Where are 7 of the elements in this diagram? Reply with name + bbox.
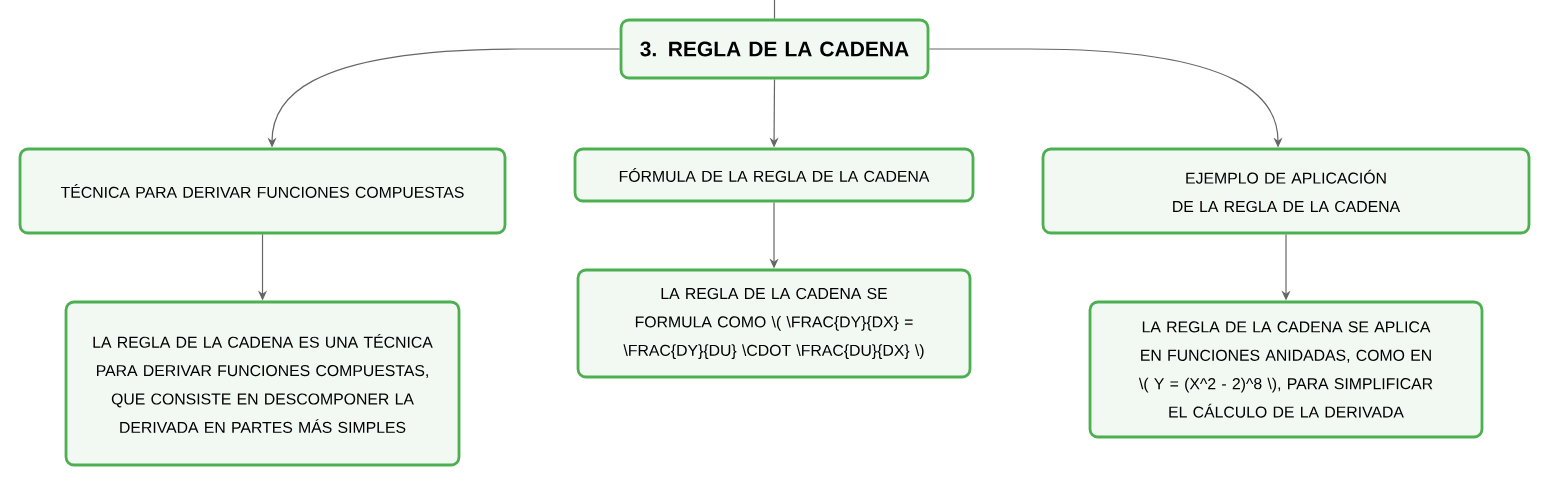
concept-box: LA REGLA DE LA CADENA SE FORMULA COMO \( \FRAC{DY}{DX} = \FRAC{DY}{DU} \CDOT \FRAC{DU}{DX} \) bbox=[576, 268, 972, 379]
concept-box: TÉCNICA PARA DERIVAR FUNCIONES COMPUESTAS bbox=[18, 147, 507, 235]
concept-box: EJEMPLO DE APLICACIÓN DE LA REGLA DE LA CADENA bbox=[1041, 147, 1531, 235]
concept-box: FÓRMULA DE LA REGLA DE LA CADENA bbox=[573, 147, 975, 203]
concept-box: LA REGLA DE LA CADENA ES UNA TÉCNICA PARA DERIVAR FUNCIONES COMPUESTAS, QUE CONSISTE EN DESCOMPONER LA DERIVADA EN PARTES MÁS SIMPLES bbox=[64, 300, 461, 467]
concept-box: LA REGLA DE LA CADENA SE APLICA EN FUNCIONES ANIDADAS, COMO EN \( Y = (X^2 - 2)^8 \), PARA SIMPLIFICAR EL CÁLCULO DE LA DERIVADA bbox=[1088, 300, 1484, 439]
concept-box: 3. REGLA DE LA CADENA bbox=[619, 18, 930, 80]
